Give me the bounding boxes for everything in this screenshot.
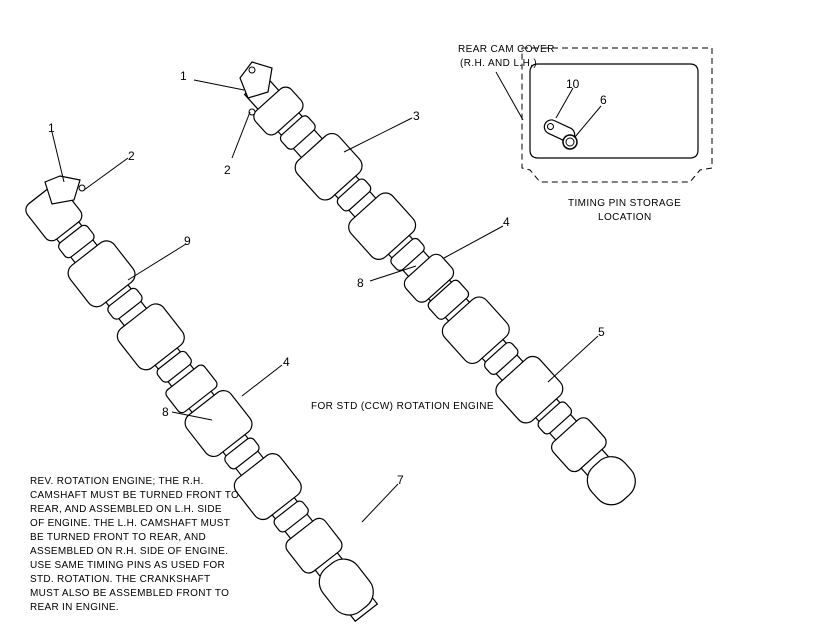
inset-title-line1: REAR CAM COVER xyxy=(458,44,555,55)
right-flange-bolt xyxy=(248,108,256,116)
rev-note-line: ASSEMBLED ON R.H. SIDE OF ENGINE. xyxy=(30,546,228,557)
right-gear-ring xyxy=(427,279,470,320)
right-journal xyxy=(336,178,372,212)
callout-4-right: 4 xyxy=(503,215,510,229)
inset-leader xyxy=(495,71,524,121)
right-lobe xyxy=(495,355,564,424)
left-lobe xyxy=(233,453,302,521)
right-lobe xyxy=(403,253,455,303)
rev-note-line: STD. ROTATION. THE CRANKSHAFT xyxy=(30,574,210,585)
rev-note-line: REAR IN ENGINE. xyxy=(30,602,119,613)
left-front-flange xyxy=(44,175,81,205)
left-lobe xyxy=(184,390,253,458)
callout-leaders xyxy=(51,79,602,523)
left-lobe xyxy=(285,517,343,574)
left-journal xyxy=(224,437,260,470)
left-camshaft xyxy=(25,175,379,623)
right-front-flange xyxy=(239,61,273,99)
callout-10: 10 xyxy=(566,77,580,91)
rev-note-line: REAR, AND ASSEMBLED ON L.H. SIDE xyxy=(30,504,222,515)
right-lobe xyxy=(253,86,304,136)
callout-4-left: 4 xyxy=(283,355,290,369)
right-journal xyxy=(390,237,425,271)
right-journal xyxy=(279,115,316,150)
callout-7: 7 xyxy=(397,473,404,487)
rear-cam-cover-inset: REAR CAM COVER (R.H. AND L.H.) TIMING PI… xyxy=(458,44,713,223)
rev-note-line: OF ENGINE. THE L.H. CAMSHAFT MUST xyxy=(30,518,230,529)
callout-5: 5 xyxy=(598,325,605,339)
rev-note-line: REV. ROTATION ENGINE; THE R.H. xyxy=(30,476,204,487)
rev-note-line: MUST ALSO BE ASSEMBLED FRONT TO xyxy=(30,588,229,599)
callout-2-right: 2 xyxy=(224,163,231,177)
left-journal xyxy=(107,287,143,320)
right-lobe xyxy=(348,192,417,260)
right-lobe xyxy=(441,296,510,365)
right-journal xyxy=(537,401,573,435)
std-rotation-label: FOR STD (CCW) ROTATION ENGINE xyxy=(311,401,494,412)
rev-note-line: CAMSHAFT MUST BE TURNED FRONT TO xyxy=(30,490,239,501)
right-lobe xyxy=(551,417,607,473)
callout-8-left: 8 xyxy=(162,405,169,419)
left-lobe xyxy=(116,303,185,371)
callout-6: 6 xyxy=(600,93,607,107)
inset-caption-line2: LOCATION xyxy=(598,212,652,223)
right-flange-bolt xyxy=(248,66,256,74)
left-journal xyxy=(156,350,192,383)
right-camshaft xyxy=(239,61,636,506)
timing-pin-storage-hole-inner xyxy=(565,137,575,147)
right-journal xyxy=(483,341,519,376)
inset-cover-plate xyxy=(529,63,699,159)
left-rear-end xyxy=(318,558,374,616)
right-lobe xyxy=(294,132,363,201)
left-lobe xyxy=(67,240,136,308)
left-flange-bolt xyxy=(78,184,86,192)
inset-caption-line1: TIMING PIN STORAGE xyxy=(568,198,681,209)
left-gear-ring xyxy=(165,364,218,414)
left-journal xyxy=(58,224,95,259)
callout-2-left: 2 xyxy=(128,149,135,163)
inset-outline xyxy=(521,47,713,183)
callout-1-left: 1 xyxy=(48,121,55,135)
callout-3: 3 xyxy=(413,109,420,123)
right-rear-end xyxy=(586,456,636,506)
callout-8-right: 8 xyxy=(357,276,364,290)
callout-9: 9 xyxy=(184,234,191,248)
callout-1-right: 1 xyxy=(180,69,187,83)
rev-note-line: USE SAME TIMING PINS AS USED FOR xyxy=(30,560,225,571)
inset-title-line2: (R.H. AND L.H.) xyxy=(460,58,537,69)
left-journal xyxy=(273,500,309,533)
rev-note-line: BE TURNED FRONT TO REAR, AND xyxy=(30,532,206,543)
callouts: 1 2 3 4 8 5 1 2 9 4 8 7 10 6 xyxy=(48,69,607,487)
rev-rotation-note: REV. ROTATION ENGINE; THE R.H. CAMSHAFT … xyxy=(30,476,239,613)
